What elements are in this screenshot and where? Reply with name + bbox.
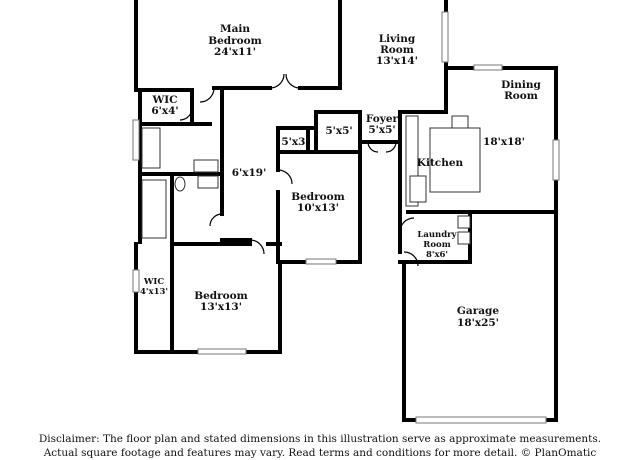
dining-room-name-1: Dining	[501, 79, 541, 91]
bedroom-bottom-name: Bedroom	[194, 290, 248, 302]
windows	[132, 11, 560, 424]
room-labels: Main Bedroom 24'x11' Living Room 13'x14'…	[140, 23, 542, 329]
wic-top-name: WIC	[151, 94, 177, 106]
main-bedroom-name-2: Bedroom	[208, 35, 262, 47]
kitchen-dim: 18'x18'	[483, 136, 525, 148]
foyer-dim: 5'x5'	[368, 124, 395, 136]
disclaimer: Disclaimer: The floor plan and stated di…	[0, 432, 640, 460]
closet-a-dim: 5'x3'	[281, 136, 308, 148]
living-room-name-1: Living	[379, 33, 416, 45]
disclaimer-line-1: Disclaimer: The floor plan and stated di…	[38, 433, 602, 445]
laundry-name-2: Room	[423, 240, 450, 250]
garage-name: Garage	[457, 305, 499, 317]
bedroom-mid-name: Bedroom	[291, 191, 345, 203]
fixtures	[141, 115, 481, 245]
laundry-name-1: Laundry	[417, 230, 457, 240]
garage-dim: 18'x25'	[457, 317, 499, 329]
floor-plan: Main Bedroom 24'x11' Living Room 13'x14'…	[132, 0, 560, 424]
living-room-name-2: Room	[380, 44, 414, 56]
living-room-dim: 13'x14'	[376, 55, 418, 67]
wic-top-dim: 6'x4'	[151, 105, 178, 117]
hall-dim: 6'x19'	[232, 167, 267, 179]
doors	[179, 73, 419, 267]
bedroom-bottom-dim: 13'x13'	[200, 301, 242, 313]
main-bedroom-dim: 24'x11'	[214, 46, 256, 58]
closet-b-dim: 5'x5'	[325, 125, 352, 137]
walls	[134, 0, 558, 422]
main-bedroom-name-1: Main	[220, 23, 250, 35]
bedroom-mid-dim: 10'x13'	[297, 202, 339, 214]
laundry-dim: 8'x6'	[426, 250, 448, 260]
dining-room-name-2: Room	[504, 90, 538, 102]
wic-bottom-dim: 4'x13'	[140, 287, 168, 297]
kitchen-name: Kitchen	[417, 157, 464, 169]
wic-bottom-name: WIC	[143, 277, 165, 287]
disclaimer-line-2: Actual square footage and features may v…	[43, 447, 597, 459]
foyer-name: Foyer	[366, 113, 399, 125]
